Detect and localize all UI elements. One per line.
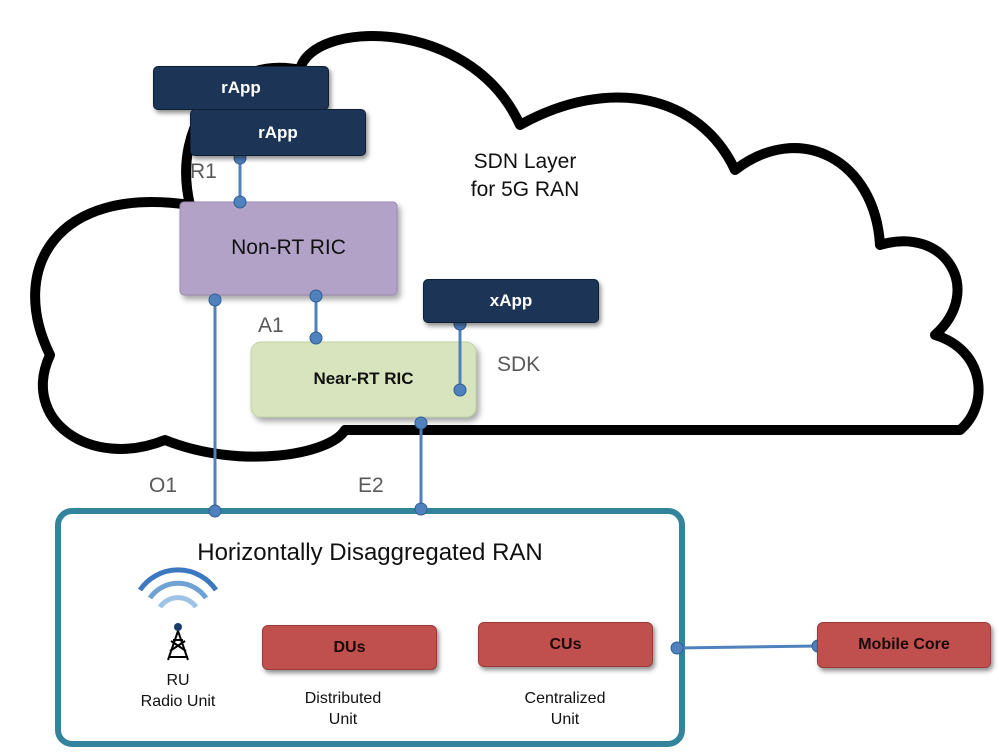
core-connector xyxy=(676,644,819,650)
r1-label: R1 xyxy=(190,160,217,183)
cu-label-line2: Unit xyxy=(550,711,580,728)
rapp-back-label: rApp xyxy=(221,78,261,97)
sdk-label: SDK xyxy=(497,353,541,376)
mobile-core-box: Mobile Core xyxy=(817,622,991,668)
du-box-label: DUs xyxy=(333,638,366,656)
mobile-core-label: Mobile Core xyxy=(858,636,950,653)
cu-box: CUs xyxy=(478,622,653,667)
ru-label-line2: Radio Unit xyxy=(140,693,216,710)
cu-label-line1: Centralized xyxy=(524,690,606,707)
ran-title: Horizontally Disaggregated RAN xyxy=(197,539,543,566)
du-box: DUs xyxy=(262,625,437,670)
du-label-line1: Distributed xyxy=(304,690,382,707)
o1-label: O1 xyxy=(149,474,178,497)
near-rt-ric-box xyxy=(250,341,477,418)
connectors xyxy=(213,158,819,650)
non-rt-ric-label: Non-RT RIC xyxy=(231,236,346,259)
ru-label-line1: RU xyxy=(166,672,190,689)
rapp-box-front: rApp xyxy=(190,109,366,156)
du-label: Distributed Unit xyxy=(268,688,418,730)
cu-box-label: CUs xyxy=(549,635,582,653)
cloud-title: SDN Layer for 5G RAN xyxy=(440,148,610,204)
ru-label: RU Radio Unit xyxy=(118,670,238,712)
non-rt-ric-box xyxy=(179,201,398,296)
rapp-front-label: rApp xyxy=(258,122,298,142)
near-rt-ric-label: Near-RT RIC xyxy=(313,369,414,388)
a1-label: A1 xyxy=(258,314,284,337)
rapp-box-back: rApp xyxy=(153,66,329,110)
xapp-box: xApp xyxy=(423,279,599,323)
cloud-title-line2: for 5G RAN xyxy=(470,178,580,201)
cu-label: Centralized Unit xyxy=(490,688,640,730)
cloud-title-line1: SDN Layer xyxy=(473,150,577,173)
e2-label: E2 xyxy=(358,474,384,497)
radio-tower-icon xyxy=(137,567,219,661)
du-label-line2: Unit xyxy=(328,711,358,728)
xapp-label: xApp xyxy=(489,291,533,310)
